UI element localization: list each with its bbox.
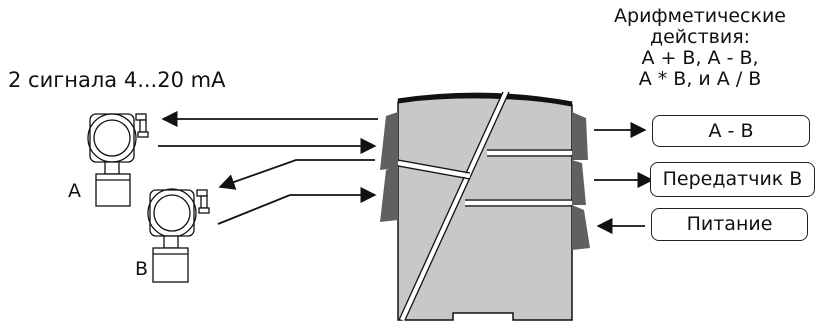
output-transmitter-b-box: Передатчик B — [650, 162, 815, 197]
arrow-b-to-device — [217, 186, 377, 225]
power-supply-box: Питание — [651, 208, 808, 241]
ops-line-2: действия: — [649, 26, 751, 48]
arrow-device-to-b — [218, 159, 375, 190]
terminal-right-3 — [572, 205, 590, 250]
calculator-device — [397, 90, 573, 322]
ops-line-1: Арифметические — [614, 5, 786, 27]
terminal-right-2 — [572, 160, 586, 205]
input-signals-title: 2 сигнала 4...20 mA — [8, 68, 226, 92]
transmitter-a-label: A — [68, 180, 81, 202]
terminal-left-2 — [380, 166, 398, 222]
ops-line-4: A * B, и A / B — [638, 68, 762, 90]
transmitter-b-label: B — [135, 258, 149, 280]
terminal-left-1 — [380, 112, 398, 170]
transmitter-b — [147, 188, 210, 283]
ops-line-3: A + B, A - B, — [641, 47, 759, 69]
arithmetic-operations-note: Арифметические действия: A + B, A - B, A… — [600, 6, 800, 90]
terminal-right-1 — [572, 112, 588, 160]
output-a-minus-b-box: A - B — [652, 115, 810, 147]
transmitter-a — [87, 113, 149, 207]
